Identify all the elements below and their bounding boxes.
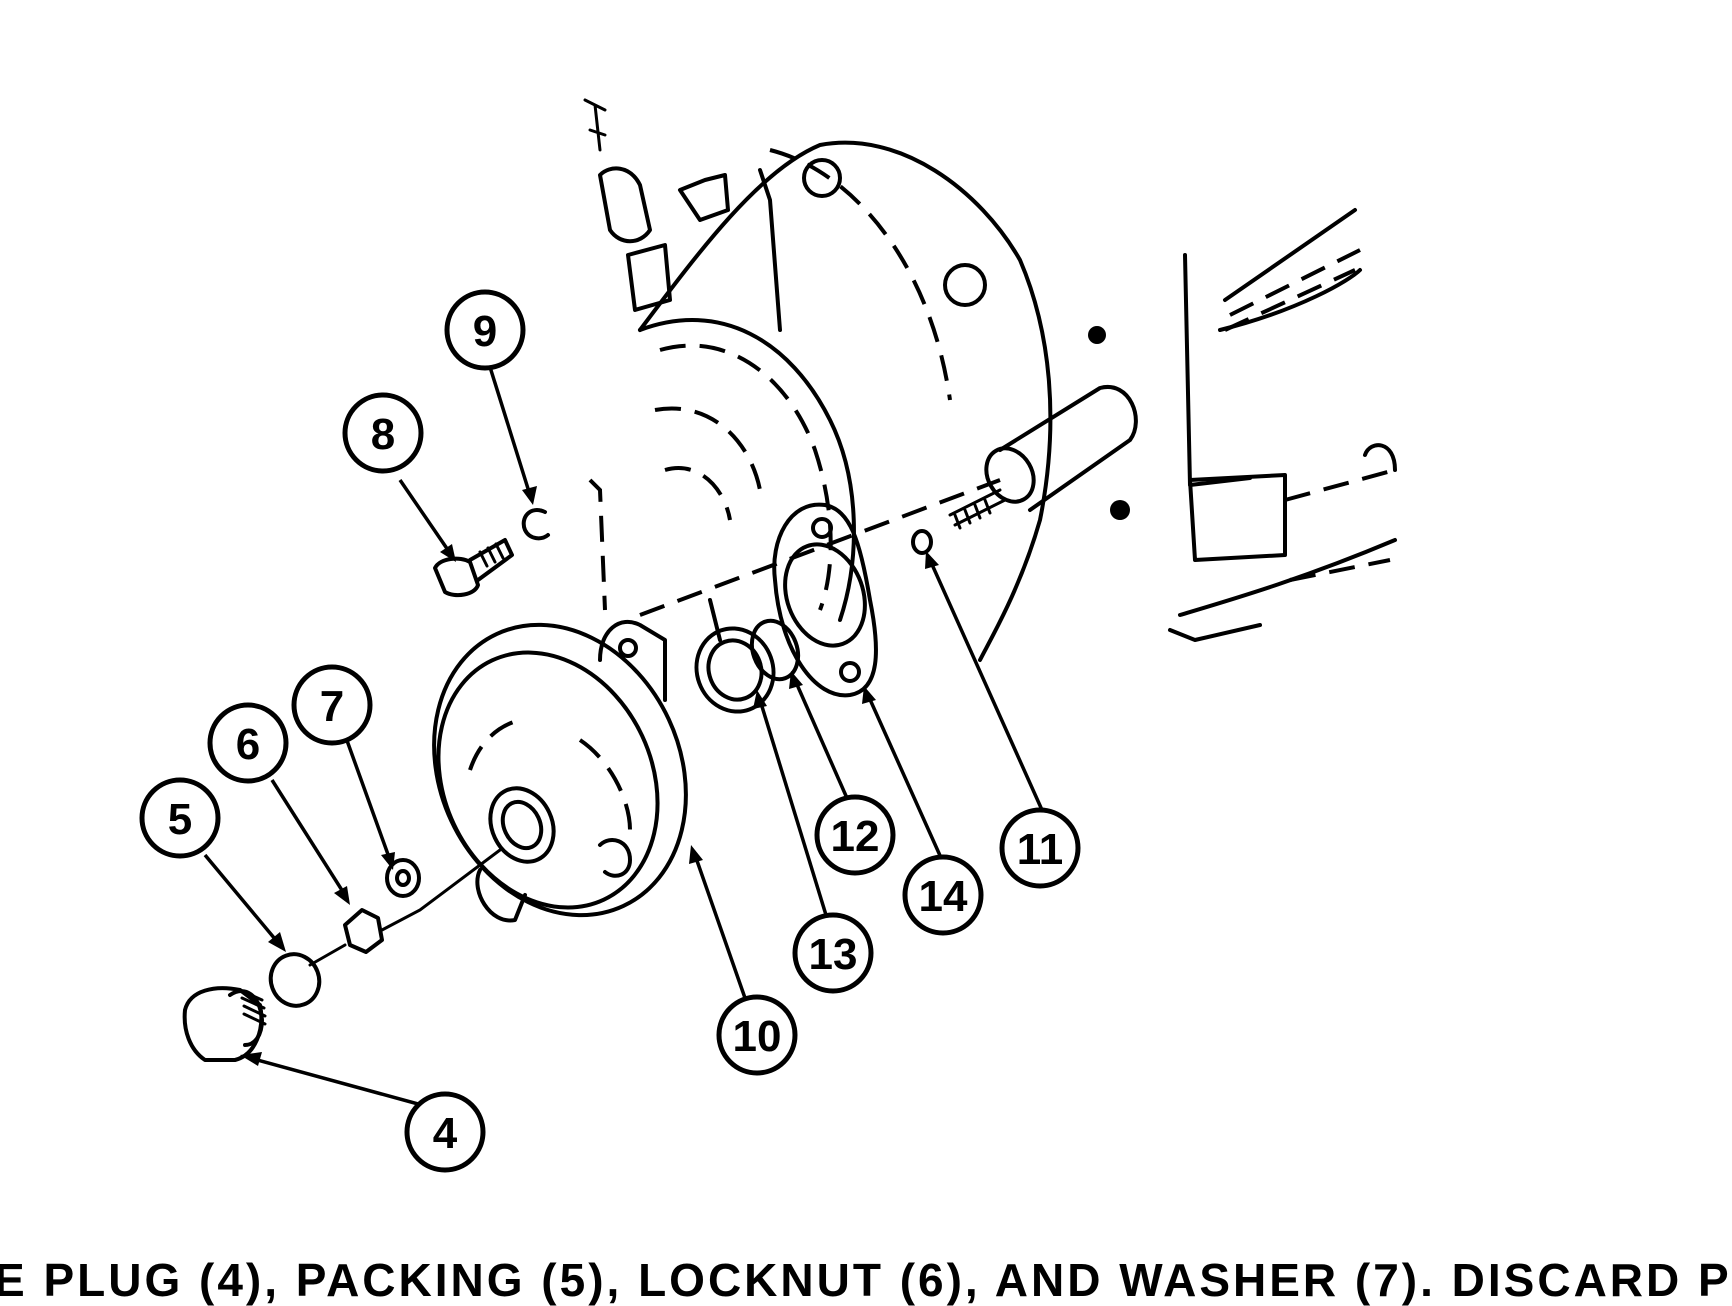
- svg-text:11: 11: [1017, 825, 1064, 874]
- callout-12: 12: [814, 794, 896, 876]
- packing-part: [268, 952, 322, 1008]
- svg-text:10: 10: [733, 1012, 782, 1061]
- caption-line: E PLUG (4), PACKING (5), LOCKNUT (6), AN…: [0, 1254, 1732, 1306]
- callout-9: 9: [444, 289, 526, 371]
- svg-text:8: 8: [371, 410, 395, 459]
- modulator-part: [432, 619, 688, 923]
- locknut-part: [308, 848, 502, 967]
- housing-assembly: [583, 98, 1397, 662]
- callout-5: 5: [139, 777, 221, 859]
- svg-text:12: 12: [831, 812, 880, 861]
- callout-10: 10: [716, 994, 798, 1076]
- callout-7: 7: [291, 664, 373, 746]
- svg-text:14: 14: [919, 872, 968, 921]
- washer-part-11: [911, 529, 933, 555]
- svg-text:6: 6: [236, 720, 260, 769]
- svg-text:5: 5: [168, 795, 192, 844]
- leader-lines: [203, 366, 1044, 1112]
- callout-6: 6: [207, 702, 289, 784]
- exploded-view-diagram: 4 5 6 7 8 9 10 11 12 13 14: [139, 98, 1397, 1173]
- svg-text:9: 9: [473, 307, 497, 356]
- svg-text:13: 13: [809, 930, 858, 979]
- callout-11: 11: [999, 807, 1081, 889]
- plug-part: [182, 986, 267, 1062]
- callout-13: 13: [792, 912, 874, 994]
- svg-text:7: 7: [320, 682, 344, 731]
- washer-part-7: [385, 858, 421, 898]
- clip-part: [521, 508, 550, 541]
- callout-4: 4: [404, 1091, 486, 1173]
- callout-8: 8: [342, 392, 424, 474]
- callout-14: 14: [902, 854, 984, 936]
- gasket-part: [772, 502, 878, 698]
- svg-text:4: 4: [433, 1109, 458, 1158]
- bolt-part: [433, 538, 514, 598]
- seal-rings: [694, 618, 801, 714]
- caption-text: E PLUG (4), PACKING (5), LOCKNUT (6), AN…: [0, 1244, 1729, 1303]
